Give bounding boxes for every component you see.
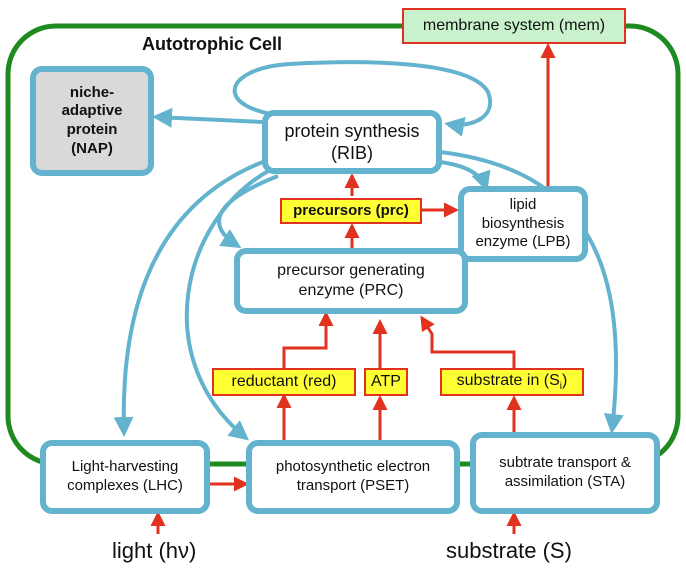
lpb-line-3: enzyme (LPB) bbox=[475, 233, 571, 251]
pset-line-1: photosynthetic electron bbox=[275, 458, 431, 476]
rib-to-sta-arrow bbox=[439, 150, 624, 434]
membrane-system-box: membrane system (mem) bbox=[402, 8, 626, 44]
lhc-line-1: Light-harvesting bbox=[71, 458, 179, 476]
substrate-in-subscript: i bbox=[559, 380, 563, 392]
membrane-system-label: membrane system (mem) bbox=[422, 17, 606, 34]
si-to-prc-enzyme-arrow bbox=[420, 315, 516, 368]
cell-label: Autotrophic Cell bbox=[142, 34, 282, 54]
nap-line-4: (NAP) bbox=[71, 139, 113, 157]
rib-line-1: protein synthesis bbox=[284, 120, 420, 141]
nap-line-1: niche- bbox=[69, 83, 115, 101]
substrate-in-close: ) bbox=[562, 371, 568, 389]
prc-enzyme-box: precursor generating enzyme (PRC) bbox=[234, 248, 468, 314]
sta-line-1: subtrate transport & bbox=[499, 454, 631, 472]
lpb-line-2: biosynthesis bbox=[481, 214, 565, 232]
atp-box: ATP bbox=[364, 368, 408, 396]
light-input-label: light (hν) bbox=[112, 538, 197, 563]
pset-box: photosynthetic electron transport (PSET) bbox=[246, 440, 460, 514]
atp-label: ATP bbox=[371, 373, 401, 390]
lhc-line-2: complexes (LHC) bbox=[67, 477, 183, 494]
rib-to-nap-arrow bbox=[152, 107, 263, 128]
rib-to-lhc-arrow bbox=[113, 158, 269, 437]
rib-to-prc-enzyme-arrow bbox=[217, 174, 279, 249]
nap-box: niche- adaptive protein (NAP) bbox=[30, 66, 154, 176]
substrate-in-text: substrate in (S bbox=[456, 371, 560, 389]
lpb-box: lipid biosynthesis enzyme (LPB) bbox=[458, 186, 588, 262]
lpb-line-1: lipid bbox=[509, 195, 537, 213]
pset-line-2: transport (PSET) bbox=[296, 477, 410, 494]
substrate-in-label: substrate in (Si) bbox=[457, 371, 568, 394]
red-to-prc-enzyme-arrow bbox=[282, 311, 334, 368]
reductant-box: reductant (red) bbox=[212, 368, 356, 396]
substrate-in-box: substrate in (Si) bbox=[440, 368, 584, 396]
rib-box: protein synthesis (RIB) bbox=[262, 110, 442, 174]
sta-line-2: assimilation (STA) bbox=[504, 473, 626, 490]
nap-line-3: protein bbox=[66, 121, 118, 138]
substrate-input-label: substrate (S) bbox=[446, 538, 572, 563]
precursors-label: precursors (prc) bbox=[293, 201, 409, 219]
rib-self-loop bbox=[232, 60, 492, 137]
prc-enzyme-line-1: precursor generating bbox=[277, 262, 425, 279]
nap-line-2: adaptive bbox=[61, 102, 123, 120]
sta-box: subtrate transport & assimilation (STA) bbox=[470, 432, 660, 514]
reductant-label: reductant (red) bbox=[231, 373, 337, 390]
lhc-box: Light-harvesting complexes (LHC) bbox=[40, 440, 210, 514]
rib-to-lpb-arrow bbox=[439, 160, 491, 192]
precursors-box: precursors (prc) bbox=[280, 198, 422, 224]
rib-line-2: (RIB) bbox=[331, 143, 373, 163]
prc-enzyme-line-2: enzyme (PRC) bbox=[298, 282, 404, 299]
